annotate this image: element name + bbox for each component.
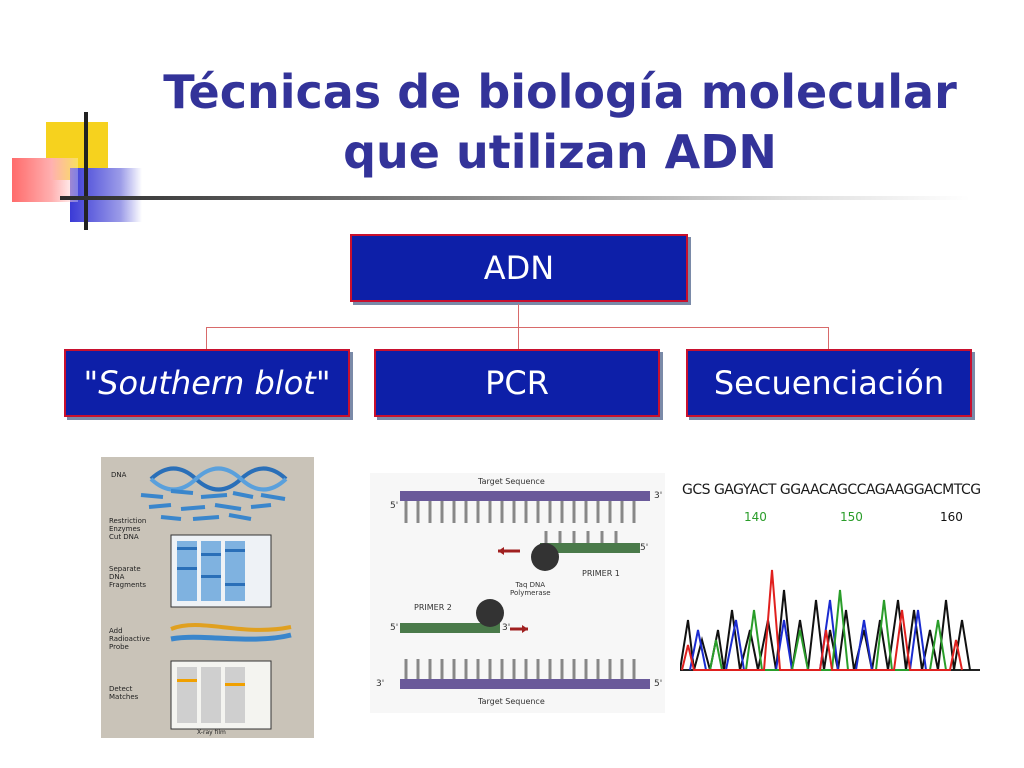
label-detect-line-2: Matches	[109, 693, 139, 701]
label-dna: DNA	[111, 471, 127, 479]
decor-vertical-line	[84, 112, 88, 230]
label-separate: Separate DNA Fragments	[109, 565, 146, 589]
label-five-prime-primer2: 5'	[390, 623, 399, 633]
label-separate-line-1: Separate	[109, 565, 141, 573]
node-adn: ADN	[350, 234, 688, 302]
label-xray-film: X-ray film	[197, 729, 226, 736]
connector-bar	[206, 327, 829, 328]
node-pcr: PCR	[374, 349, 660, 417]
label-three-prime-bottom: 3'	[376, 679, 385, 689]
label-separate-line-2: DNA	[109, 573, 125, 581]
label-five-prime-primer1: 5'	[640, 543, 649, 553]
decor-red-square	[12, 158, 78, 202]
sequence-text: GCS GAGYACT GGAACAGCCAGAAGGACMTCG	[682, 482, 980, 498]
label-detect: Detect Matches	[109, 685, 138, 701]
node-southern-blot-label: "Southern blot"	[83, 364, 331, 402]
connector-right	[828, 327, 829, 349]
pcr-illustration	[400, 491, 650, 689]
label-five-prime-top: 5'	[390, 501, 399, 511]
label-probe-line-1: Add	[109, 627, 123, 635]
connector-left	[206, 327, 207, 349]
label-restriction-line-2: Enzymes	[109, 525, 141, 533]
title-line-2: que utilizan ADN	[343, 125, 777, 179]
page-title: Técnicas de biología molecular que utili…	[150, 62, 970, 182]
node-secuenciacion-label: Secuenciación	[713, 364, 945, 402]
connector-trunk	[518, 304, 519, 328]
label-restriction-line-1: Restriction	[109, 517, 147, 525]
label-probe-line-2: Radioactive	[109, 635, 150, 643]
label-target-bottom: Target Sequence	[478, 697, 545, 706]
label-target-top: Target Sequence	[478, 477, 545, 486]
title-rule	[60, 196, 970, 200]
label-restriction-line-3: Cut DNA	[109, 533, 139, 541]
node-adn-label: ADN	[483, 249, 555, 287]
label-polymerase: Taq DNA Polymerase	[510, 581, 551, 597]
southern-blot-illustration	[140, 466, 292, 730]
label-three-prime-top: 3'	[654, 491, 663, 501]
position-150: 150	[840, 510, 863, 524]
chromatogram	[680, 569, 980, 671]
label-three-prime-primer2: 3'	[502, 623, 511, 633]
pcr-figure: Target Sequence Target Sequence PRIMER 1…	[370, 473, 665, 713]
label-detect-line-1: Detect	[109, 685, 133, 693]
decor-blue-square	[70, 168, 142, 222]
sequencing-figure: GCS GAGYACT GGAACAGCCAGAAGGACMTCG 140 15…	[680, 480, 980, 672]
node-pcr-label: PCR	[485, 364, 549, 402]
position-160: 160	[940, 510, 963, 524]
connector-middle	[518, 327, 519, 349]
label-restriction: Restriction Enzymes Cut DNA	[109, 517, 146, 541]
label-separate-line-3: Fragments	[109, 581, 147, 589]
label-polymerase-line-1: Taq DNA	[515, 581, 546, 589]
label-five-prime-bottom: 5'	[654, 679, 663, 689]
position-140: 140	[744, 510, 767, 524]
title-line-1: Técnicas de biología molecular	[163, 65, 957, 119]
southern-blot-figure: DNA Restriction Enzymes Cut DNA Separate…	[101, 457, 314, 738]
label-probe-line-3: Probe	[109, 643, 129, 651]
label-probe: Add Radioactive Probe	[109, 627, 150, 651]
label-primer-1: PRIMER 1	[582, 569, 620, 578]
node-secuenciacion: Secuenciación	[686, 349, 972, 417]
label-primer-2: PRIMER 2	[414, 603, 452, 612]
node-southern-blot: "Southern blot"	[64, 349, 350, 417]
label-polymerase-line-2: Polymerase	[510, 589, 551, 597]
